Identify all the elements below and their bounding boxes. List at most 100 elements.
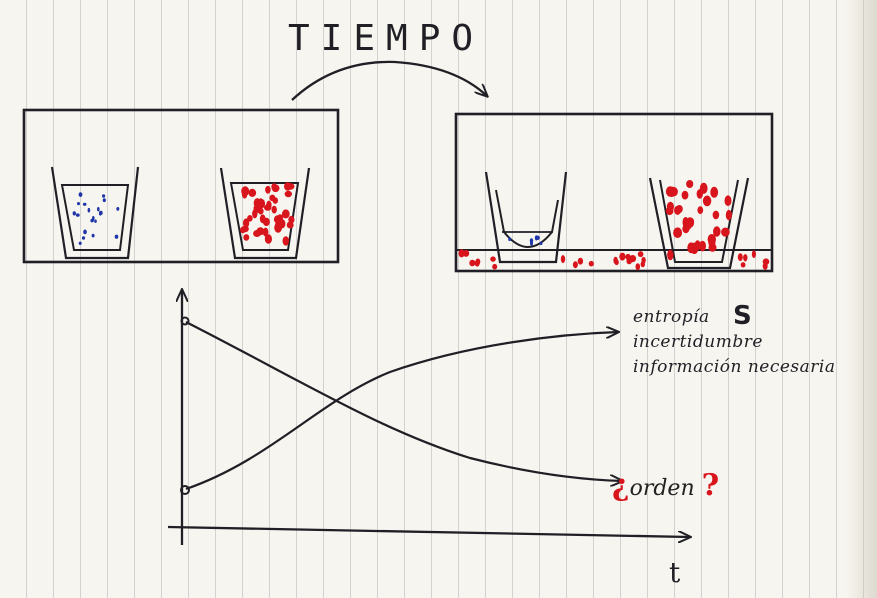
red-particle (271, 205, 277, 214)
red-particle (740, 262, 746, 268)
red-particle (284, 182, 292, 191)
page-edge-shade (846, 0, 877, 598)
full-red-glass (648, 177, 750, 270)
red-particle (286, 221, 294, 229)
red-particle (683, 221, 692, 231)
red-particle (281, 209, 290, 219)
red-particle (463, 249, 470, 257)
blue-particle (72, 211, 77, 216)
blue-particle (99, 210, 103, 215)
uncertainty-label: incertidumbre (633, 332, 763, 352)
red-particle (676, 205, 683, 213)
blue-particle (82, 202, 87, 206)
red-particle (243, 234, 250, 241)
entropy-symbol: S (733, 301, 752, 331)
time-axis-arrow-icon (167, 525, 690, 537)
red-particle (697, 206, 704, 215)
red-particle (629, 255, 637, 263)
red-particle (241, 186, 250, 197)
blue-particle (75, 213, 80, 217)
time-title: TIEMPO (288, 18, 485, 59)
red-particle (469, 259, 476, 267)
red-particle (262, 227, 269, 237)
emptied-blue-glass (484, 171, 568, 264)
red-particle (743, 254, 748, 262)
red-particle (681, 190, 689, 200)
red-particle (710, 186, 719, 198)
red-particle (264, 204, 272, 211)
blue-particle (90, 218, 94, 223)
red-particle (699, 240, 706, 252)
red-particle (619, 252, 626, 261)
blue-particle (78, 192, 83, 198)
red-particle (751, 250, 757, 258)
red-particle (762, 262, 768, 270)
red-particle (248, 188, 257, 197)
blue-particle (97, 207, 100, 212)
entropy-label: entropía (633, 307, 710, 327)
blue-particle (91, 233, 95, 238)
order-word: orden (629, 476, 695, 501)
spilled-particles (458, 249, 770, 271)
time-curved-arrow-icon (291, 60, 487, 101)
red-particle (708, 243, 717, 252)
blue-particle (87, 207, 91, 213)
red-particle (694, 241, 701, 251)
time-axis-label: t (669, 556, 681, 589)
red-particle (673, 227, 683, 238)
red-particle (253, 230, 261, 237)
red-particle (666, 201, 675, 212)
blue-particle (81, 236, 86, 240)
red-particle (284, 190, 292, 198)
blue-particle (114, 234, 119, 239)
red-particle (713, 226, 721, 237)
red-particle (277, 214, 284, 222)
entropy-curve (185, 332, 618, 491)
red-particle (702, 195, 712, 207)
red-particle (667, 186, 676, 198)
red-particle (588, 260, 594, 267)
information-label: información necesaria (633, 357, 836, 377)
entropy-start-point (180, 485, 190, 495)
red-particle (252, 209, 258, 219)
red-particle (667, 249, 674, 261)
red-particle (721, 227, 730, 237)
blue-particle (102, 198, 106, 203)
red-particle (271, 184, 280, 193)
order-open-mark: ¿ (612, 468, 630, 503)
blue-particle (535, 235, 540, 240)
order-start-point (180, 316, 190, 326)
red-particle (577, 257, 584, 265)
red-particle (712, 210, 720, 220)
red-particle (265, 185, 271, 194)
red-particle (259, 214, 266, 224)
blue-particle (83, 229, 87, 235)
order-close-mark: ? (701, 468, 720, 503)
red-particle (724, 195, 732, 206)
blue-particle (508, 237, 512, 241)
red-particle (247, 215, 253, 222)
red-particle (274, 222, 282, 233)
red-particle (686, 180, 694, 188)
red-particle (635, 263, 641, 271)
red-particle (725, 209, 733, 221)
red-particle (269, 194, 276, 202)
order-curve (185, 321, 622, 481)
final-state-box (454, 112, 774, 273)
blue-particle (78, 241, 82, 245)
red-particle (264, 234, 272, 244)
red-particle (560, 255, 566, 264)
red-particle (637, 251, 644, 258)
order-label: ¿orden ? (612, 468, 719, 503)
red-particle (258, 207, 264, 215)
red-particle (240, 226, 246, 234)
blue-particle (77, 202, 80, 206)
red-particle (282, 236, 290, 246)
blue-glass (50, 166, 140, 260)
blue-particle (94, 219, 97, 223)
red-particle (572, 261, 578, 269)
red-particle (737, 253, 743, 261)
blue-particle (116, 207, 120, 211)
red-glass (219, 167, 311, 260)
